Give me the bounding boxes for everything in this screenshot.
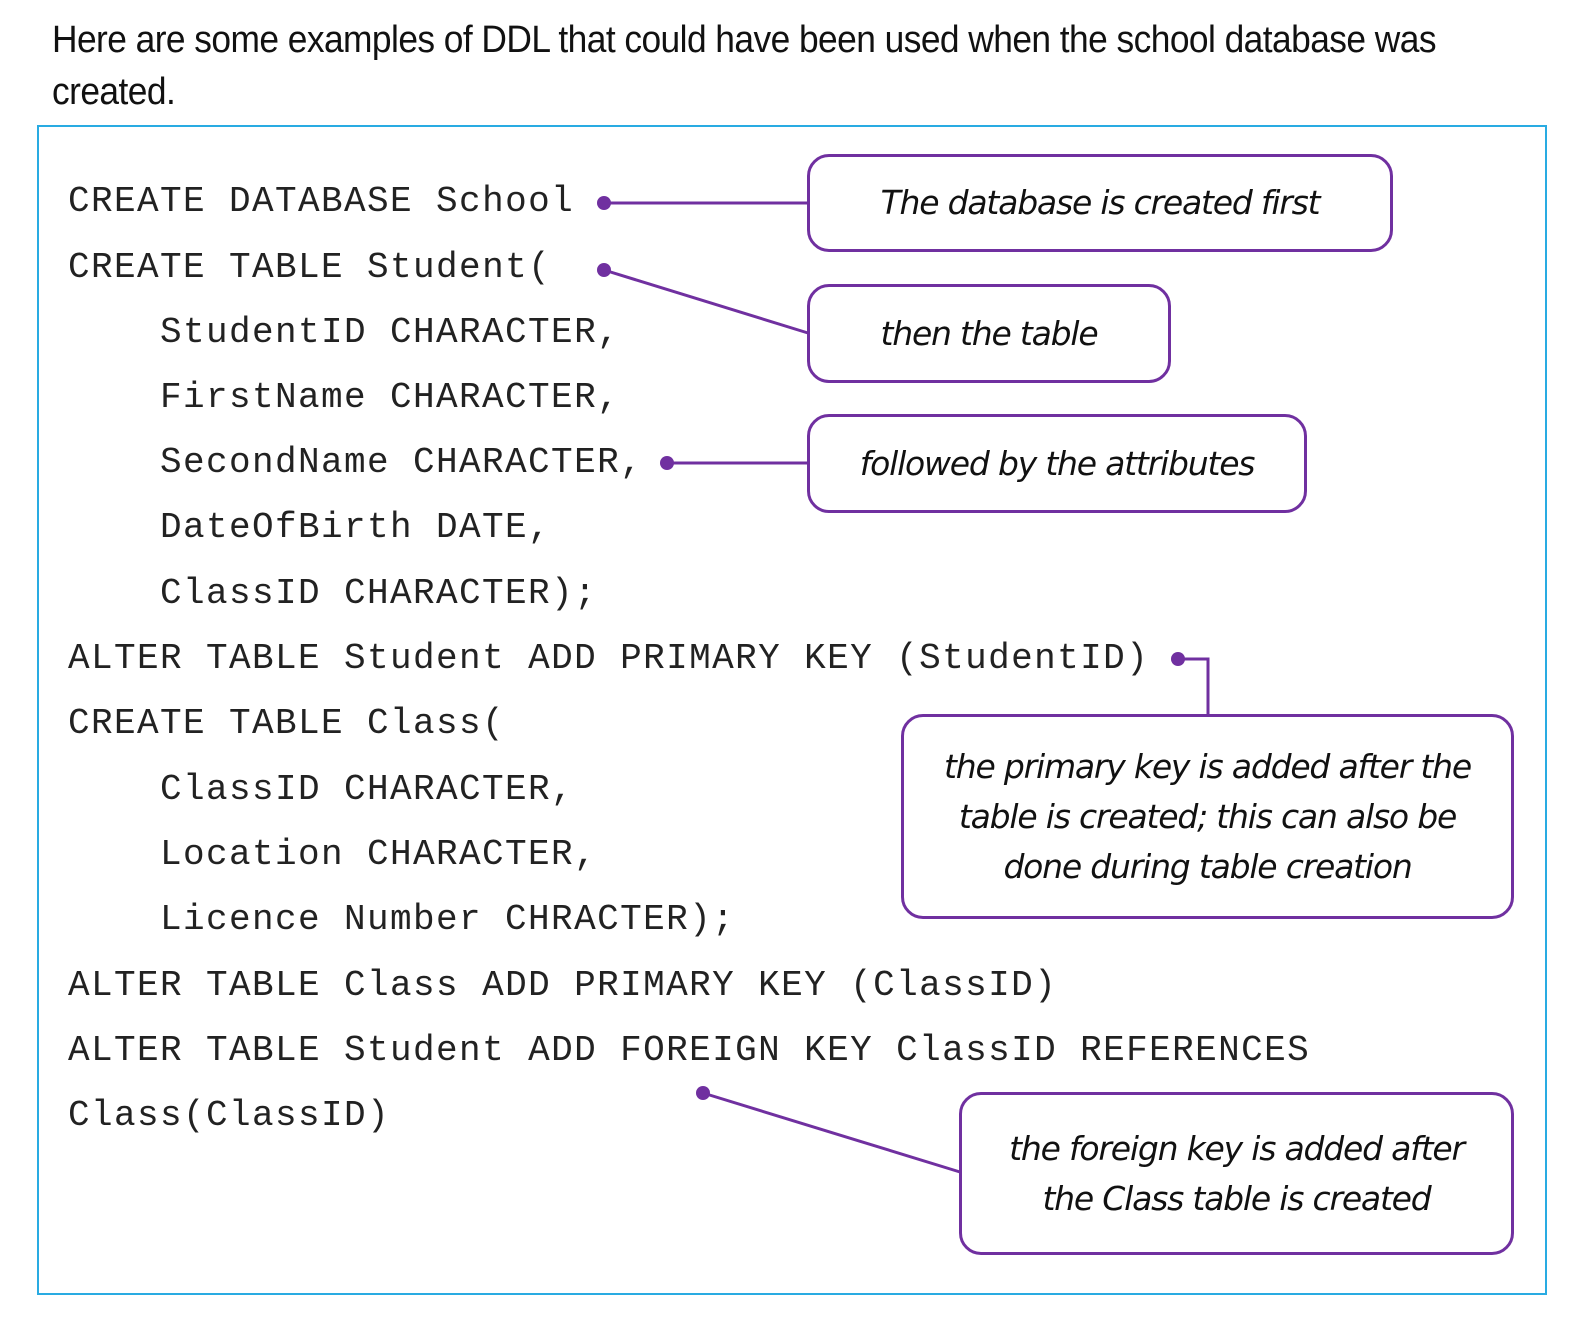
intro-text: Here are some examples of DDL that could… (52, 19, 1437, 113)
callout-text: followed by the attributes (859, 443, 1256, 483)
code-line: Location CHARACTER, (160, 834, 598, 875)
code-line: Class(ClassID) (68, 1095, 391, 1136)
code-line: FirstName CHARACTER, (160, 377, 621, 418)
code-line: CREATE TABLE Class( (68, 703, 506, 744)
code-line: CREATE TABLE Student( (68, 247, 552, 288)
code-line: DateOfBirth DATE, (160, 507, 552, 548)
connector-dot (1171, 652, 1185, 666)
callout-foreign-key: the foreign key is added after the Class… (959, 1092, 1514, 1255)
code-line: ALTER TABLE Class ADD PRIMARY KEY (Class… (68, 965, 1058, 1006)
callout-text: the foreign key is added after the Class… (1009, 1128, 1465, 1218)
connector-dot (696, 1086, 710, 1100)
connector-dot (660, 456, 674, 470)
callout-database: The database is created first (807, 154, 1393, 252)
callout-text: The database is created first (880, 183, 1321, 222)
code-line: ClassID CHARACTER); (160, 573, 598, 614)
callout-attributes: followed by the attributes (807, 414, 1307, 513)
connector-line (1178, 657, 1210, 716)
code-frame (37, 125, 1547, 1295)
code-line: Licence Number CHRACTER); (160, 899, 736, 940)
connector-dot (597, 196, 611, 210)
connector-line (702, 1091, 961, 1174)
callout-primary-key: the primary key is added after the table… (901, 714, 1514, 919)
connector-dot (597, 263, 611, 277)
code-line: ALTER TABLE Student ADD PRIMARY KEY (Stu… (68, 638, 1150, 679)
code-line: ALTER TABLE Student ADD FOREIGN KEY Clas… (68, 1030, 1311, 1071)
callout-text: the primary key is added after the table… (944, 746, 1472, 886)
code-line: StudentID CHARACTER, (160, 312, 621, 353)
code-line: CREATE DATABASE School (68, 181, 575, 222)
callout-text: then the table (880, 313, 1099, 353)
callout-table: then the table (807, 284, 1171, 383)
connector-line (603, 268, 809, 335)
code-line: ClassID CHARACTER, (160, 769, 575, 810)
code-line: SecondName CHARACTER, (160, 442, 644, 483)
